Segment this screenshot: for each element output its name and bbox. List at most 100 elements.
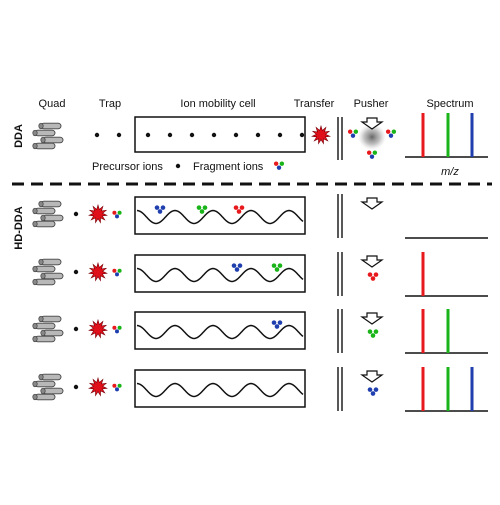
fragment-ion-blue: [115, 272, 119, 277]
precursor-ion-dot: [255, 132, 261, 138]
quad-rod-end: [32, 207, 38, 215]
fragment-ion-red: [112, 383, 117, 388]
ion-dot: [234, 267, 240, 272]
quad-rod: [34, 129, 56, 137]
fragment-ion-green: [117, 325, 122, 330]
ion-dot: [277, 320, 283, 325]
quad-rod-end: [32, 142, 38, 150]
quad-rod: [34, 380, 56, 388]
fragment-ion-red: [112, 210, 117, 215]
ion-dot: [199, 209, 205, 214]
row-label-dda: DDA: [13, 124, 25, 148]
spectrum-plot: [405, 252, 488, 297]
quad-rod-end: [32, 380, 38, 388]
spectrum-plot: [405, 309, 488, 354]
quad-rods-icon: [32, 122, 64, 150]
ion-dot: [373, 387, 379, 392]
precursor-ion-dot: [73, 211, 79, 217]
row-label-hd-dda: HD-DDA: [13, 206, 25, 249]
dda-pusher-arrow-icon: [360, 117, 384, 130]
ion-dot: [239, 205, 245, 210]
traveling-wave: [136, 267, 304, 283]
fragment-ion-red: [273, 161, 279, 166]
fragment-cluster: [112, 268, 122, 277]
hd-dda-row: [32, 194, 488, 239]
ion-dot: [202, 205, 208, 210]
burst-star-icon: [88, 318, 108, 339]
quad-rod-end: [40, 214, 46, 222]
quad-rod: [40, 258, 62, 266]
pusher-arrow-icon: [360, 312, 384, 325]
ion-packet-green: [271, 263, 283, 272]
quad-rod: [34, 207, 56, 215]
traveling-wave: [136, 382, 304, 398]
quad-rod: [42, 272, 64, 280]
hd-dda-rows: [32, 194, 488, 412]
fragment-cluster: [347, 129, 359, 138]
pusher-ion-packet-green: [367, 329, 379, 338]
quad-rod-end: [38, 200, 44, 208]
dda-axis-label: m/z: [441, 166, 459, 178]
ion-dot: [367, 387, 373, 392]
fragment-cluster: [385, 129, 397, 138]
legend-precursor-label: Precursor ions: [92, 161, 163, 173]
pusher-arrow-icon: [360, 117, 384, 130]
precursor-ion-dot: [167, 132, 173, 138]
pusher-arrow-icon: [360, 255, 384, 268]
quad-rod-end: [40, 136, 46, 144]
header-transfer: Transfer: [294, 98, 335, 110]
burst-star-icon: [311, 124, 331, 145]
hd-dda-row: [32, 367, 488, 412]
precursor-ion-dot: [189, 132, 195, 138]
pusher-arrow-icon: [360, 197, 384, 210]
precursor-ion-dot: [73, 326, 79, 332]
fragment-ion-blue: [115, 329, 119, 334]
dda-cell-dots: [145, 132, 305, 138]
spectrum-plot: [405, 113, 488, 158]
ion-dot: [160, 205, 166, 210]
quad-rod-end: [38, 258, 44, 266]
quad-rod: [42, 329, 64, 337]
pusher-ion-packet-blue: [367, 387, 379, 396]
quad-rod: [40, 315, 62, 323]
fragment-ion-green: [279, 161, 285, 166]
fragment-ion-green: [117, 268, 122, 273]
traveling-wave: [136, 209, 304, 225]
fragment-cluster: [366, 150, 378, 159]
ion-dot: [373, 329, 379, 334]
fragment-ion-blue: [369, 154, 375, 159]
header-pusher: Pusher: [354, 98, 389, 110]
fragment-ion-red: [112, 268, 117, 273]
precursor-ion-dot: [73, 384, 79, 390]
hd-dda-row: [32, 309, 488, 354]
legend-fragment-label: Fragment ions: [193, 161, 264, 173]
ion-mobility-cell-box: [134, 369, 306, 408]
quad-rod-end: [32, 265, 38, 273]
quad-rod-end: [32, 335, 38, 343]
header-quad: Quad: [39, 98, 66, 110]
ion-packet-blue: [231, 263, 243, 272]
traveling-wave: [136, 324, 304, 340]
quad-rod: [42, 136, 64, 144]
quad-rod-end: [32, 220, 38, 228]
hd-dda-row: [32, 252, 488, 297]
fragment-ion-green: [372, 150, 378, 155]
pusher-ion-packet-red: [367, 272, 379, 281]
quad-rods-icon: [32, 258, 64, 286]
quad-rod-end: [40, 387, 46, 395]
quad-rod-end: [32, 322, 38, 330]
quad-rod-end: [38, 315, 44, 323]
fragment-cluster: [273, 161, 285, 170]
legend-precursor-dot: [175, 163, 181, 169]
fragment-ion-green: [391, 129, 397, 134]
quad-rod-end: [40, 272, 46, 280]
quad-rod-end: [38, 122, 44, 130]
quad-rods-icon: [32, 373, 64, 401]
quad-rod: [42, 214, 64, 222]
ion-dot: [271, 320, 277, 325]
fragment-cluster: [112, 383, 122, 392]
quad-rod: [40, 122, 62, 130]
header-trap: Trap: [99, 98, 121, 110]
ion-dot: [233, 205, 239, 210]
